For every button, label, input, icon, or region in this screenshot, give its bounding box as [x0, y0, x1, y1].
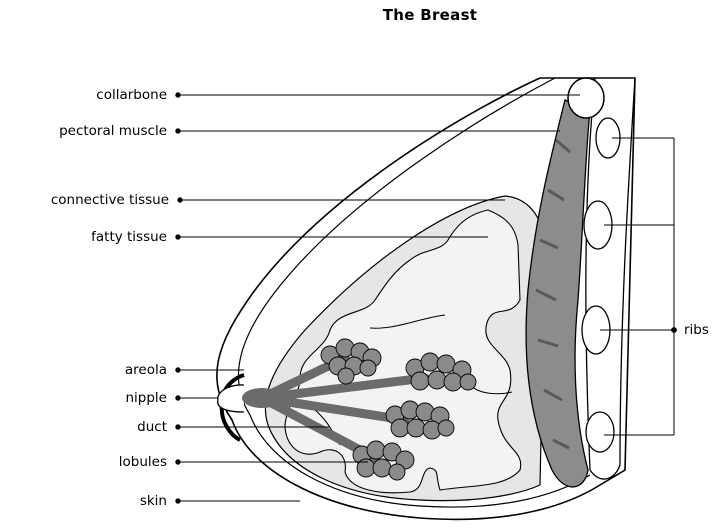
- label-lobules: lobules: [119, 454, 167, 470]
- label-skin: skin: [140, 493, 167, 509]
- duct-sinus: [242, 388, 282, 408]
- label-duct: duct: [137, 419, 167, 435]
- label-pectoral-muscle: pectoral muscle: [59, 123, 167, 139]
- collarbone-shape: [568, 78, 604, 118]
- label-nipple: nipple: [125, 390, 167, 406]
- label-fatty-tissue: fatty tissue: [91, 229, 167, 245]
- rib-4: [586, 412, 614, 452]
- label-connective-tissue: connective tissue: [51, 192, 169, 208]
- label-areola: areola: [125, 362, 167, 378]
- label-collarbone: collarbone: [96, 87, 167, 103]
- label-ribs: ribs: [684, 322, 709, 338]
